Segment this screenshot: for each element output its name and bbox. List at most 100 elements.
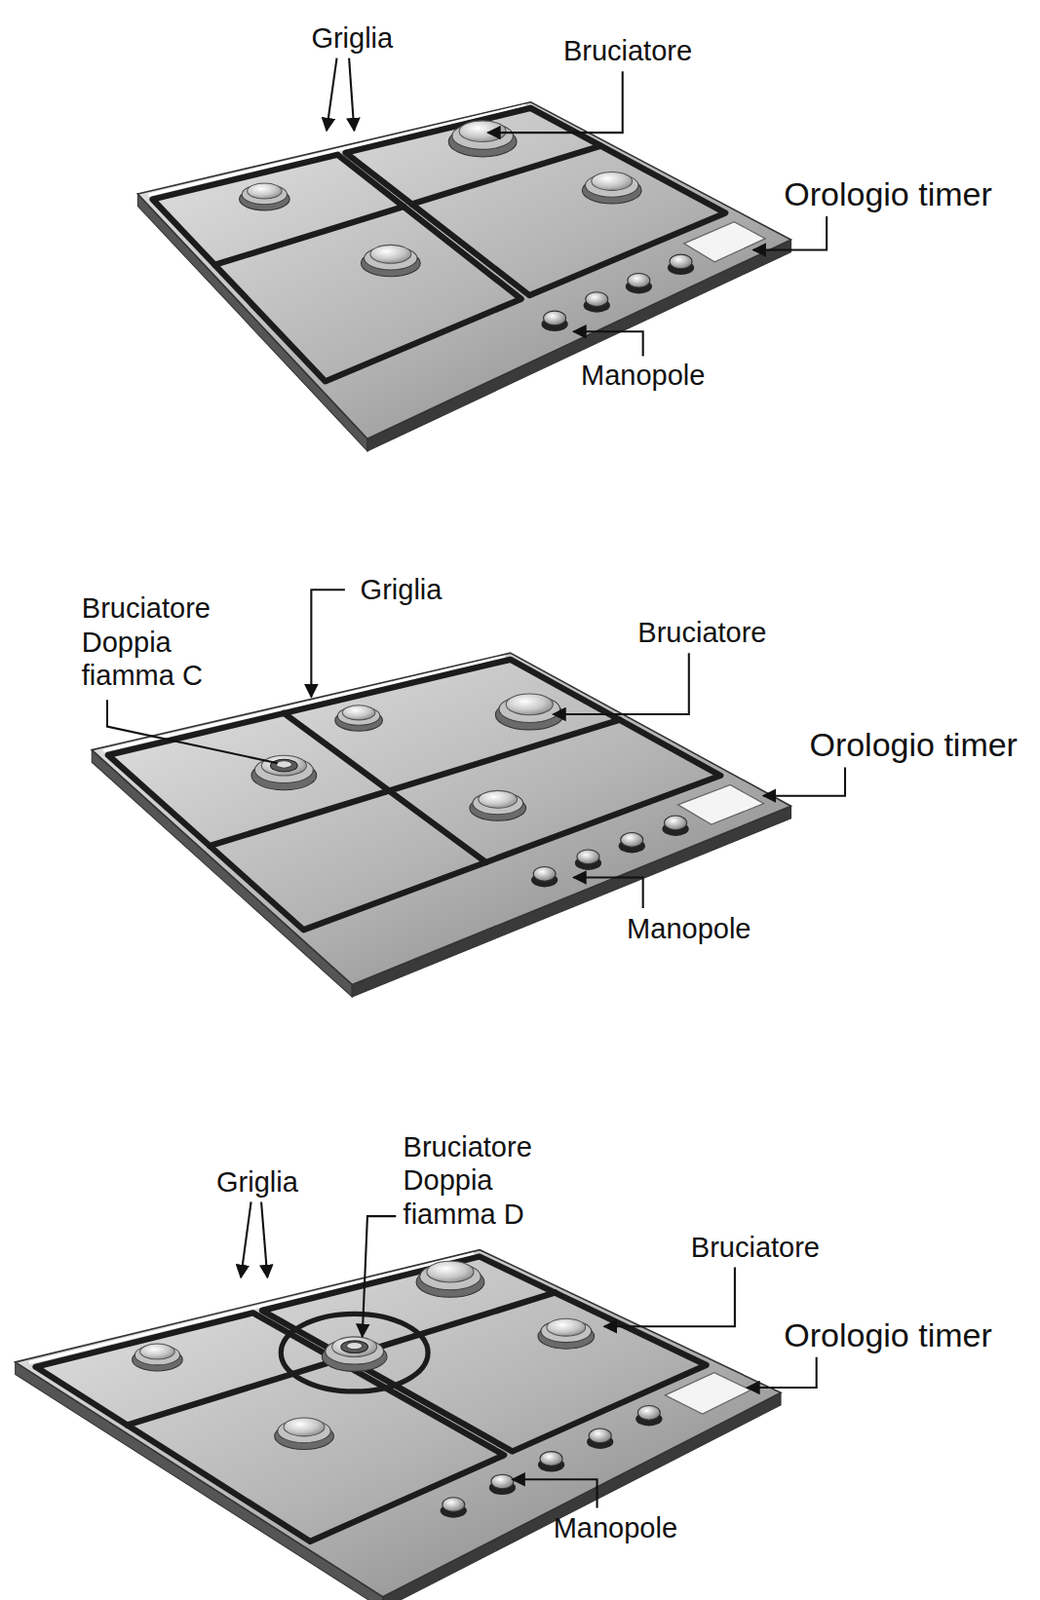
burner-cap bbox=[478, 790, 518, 809]
burner-cap bbox=[261, 755, 307, 776]
control-knob bbox=[586, 1428, 614, 1450]
knob-cap bbox=[637, 1406, 660, 1422]
burner bbox=[360, 244, 421, 276]
grate-bar bbox=[411, 146, 601, 205]
burner-cap bbox=[505, 693, 553, 716]
burner bbox=[448, 120, 517, 157]
knob-cap bbox=[664, 815, 688, 831]
burner bbox=[274, 1418, 335, 1450]
part-label: Orologio timer bbox=[808, 725, 1018, 765]
knob-cap bbox=[627, 272, 651, 288]
knob-cap bbox=[491, 1474, 514, 1490]
leader-line bbox=[240, 1201, 251, 1277]
control-knob bbox=[661, 815, 689, 837]
part-label: Bruciatore bbox=[637, 616, 767, 650]
hob-plate bbox=[137, 102, 791, 440]
burner bbox=[335, 705, 384, 732]
leader-line bbox=[553, 653, 690, 715]
grate-bar bbox=[209, 720, 620, 847]
burner bbox=[321, 1337, 387, 1372]
leader-line bbox=[107, 699, 278, 764]
back-strip bbox=[148, 105, 526, 195]
grate-bar bbox=[283, 713, 486, 863]
burner-cap bbox=[140, 1344, 176, 1360]
burner-cap bbox=[332, 1337, 378, 1358]
leader-line bbox=[753, 216, 827, 251]
gas-hob bbox=[91, 653, 791, 998]
inner-flame bbox=[341, 1341, 369, 1354]
grate-frame bbox=[36, 1312, 505, 1542]
gas-hob bbox=[137, 102, 791, 452]
knob-cap bbox=[533, 867, 556, 883]
part-label: Griglia bbox=[216, 1164, 299, 1198]
leader-line bbox=[261, 1201, 268, 1277]
burner-cap bbox=[342, 705, 376, 721]
grate-frame bbox=[262, 1257, 707, 1453]
control-knob bbox=[489, 1474, 516, 1496]
part-label: Bruciatore bbox=[563, 34, 693, 68]
part-label: Orologio timer bbox=[783, 1315, 993, 1355]
part-label: Bruciatore Doppia fiamma C bbox=[81, 591, 238, 693]
knob-cap bbox=[577, 849, 600, 865]
knob-cap bbox=[539, 1452, 563, 1467]
control-knob bbox=[625, 272, 653, 294]
burner bbox=[581, 172, 642, 204]
part-label: Orologio timer bbox=[783, 174, 993, 214]
part-label: Manopole bbox=[626, 912, 751, 946]
timer-display bbox=[678, 785, 765, 826]
burner-cap bbox=[459, 120, 506, 143]
burner-cap bbox=[247, 183, 283, 199]
burner bbox=[239, 183, 291, 211]
inner-cap bbox=[275, 761, 292, 769]
part-label: Manopole bbox=[580, 358, 705, 392]
control-knob bbox=[440, 1498, 467, 1519]
leader-line bbox=[326, 58, 337, 131]
gas-hob bbox=[15, 1250, 781, 1600]
leader-line bbox=[512, 1479, 598, 1508]
control-knob bbox=[635, 1406, 662, 1427]
leader-line bbox=[573, 331, 643, 356]
burner-cap bbox=[370, 244, 412, 264]
knob-cap bbox=[543, 310, 567, 326]
leader-line bbox=[310, 589, 346, 697]
burner-cap bbox=[283, 1418, 325, 1437]
back-strip bbox=[29, 1254, 475, 1364]
part-label: Bruciatore Doppia fiamma D bbox=[403, 1130, 560, 1232]
knob-cap bbox=[588, 1428, 612, 1444]
knob-cap bbox=[669, 254, 693, 270]
control-knob bbox=[618, 833, 646, 854]
grate-frame bbox=[346, 108, 727, 296]
leader-line bbox=[763, 767, 846, 796]
burner bbox=[416, 1261, 485, 1298]
burner bbox=[132, 1344, 184, 1372]
grate-frame bbox=[108, 659, 721, 930]
knob-cap bbox=[585, 292, 609, 308]
burner-cap bbox=[546, 1318, 586, 1337]
hob-plate bbox=[91, 653, 791, 985]
leader-line bbox=[604, 1267, 735, 1327]
part-label: Griglia bbox=[360, 573, 443, 607]
inner-flame bbox=[270, 759, 299, 772]
leader-line bbox=[348, 58, 354, 131]
burner bbox=[495, 693, 564, 731]
part-label: Griglia bbox=[310, 21, 393, 55]
leader-line bbox=[746, 1357, 816, 1388]
burner bbox=[538, 1318, 595, 1349]
grate-ring bbox=[280, 1313, 428, 1392]
part-label: Bruciatore bbox=[691, 1230, 820, 1264]
control-knob bbox=[667, 254, 694, 275]
part-label: Manopole bbox=[553, 1510, 678, 1544]
leader-line bbox=[573, 878, 643, 909]
knob-cap bbox=[442, 1498, 465, 1513]
leader-line bbox=[362, 1216, 397, 1338]
hob-plate bbox=[15, 1250, 781, 1598]
control-knob bbox=[531, 867, 558, 888]
burner-cap bbox=[426, 1261, 474, 1283]
inner-cap bbox=[346, 1342, 363, 1349]
control-knob bbox=[583, 292, 611, 313]
burner bbox=[469, 790, 527, 821]
burner-cap bbox=[591, 172, 633, 192]
control-knob bbox=[575, 849, 602, 871]
